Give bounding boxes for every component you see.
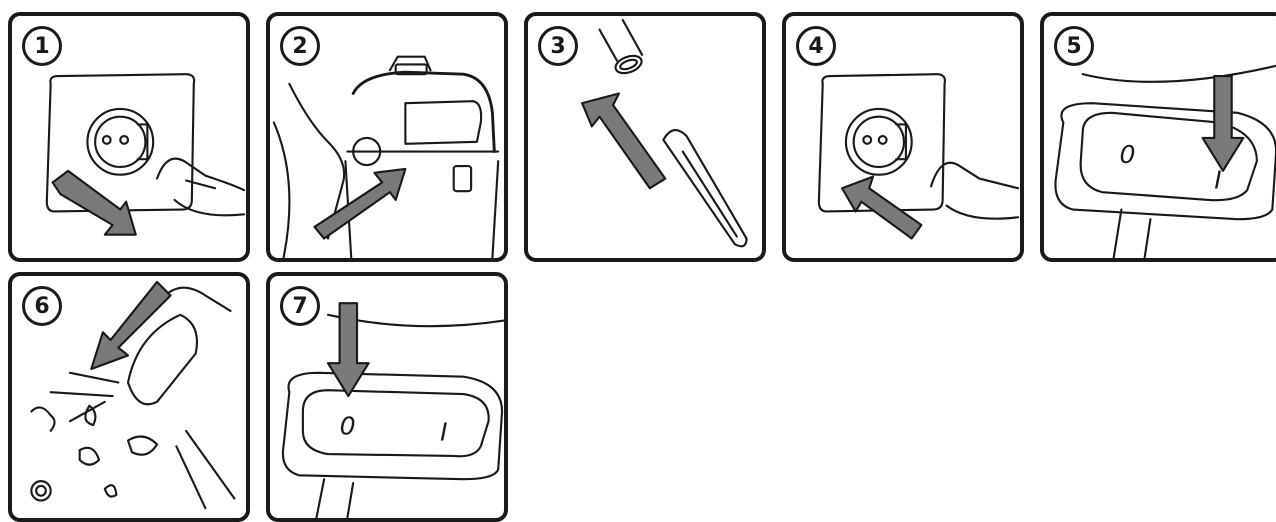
up-right-arrow [314, 169, 405, 239]
step-panel-7: 7 0 I [266, 272, 508, 522]
step-panel-1: 1 [8, 12, 250, 262]
step-number-badge: 3 [538, 26, 578, 66]
step-number-badge: 5 [1054, 26, 1094, 66]
up-left-arrow [842, 177, 921, 239]
switch-on-label: I [440, 418, 447, 447]
step-panel-6: 6 [8, 272, 250, 522]
step-number-badge: 7 [280, 286, 320, 326]
down-left-arrow [91, 282, 170, 369]
step-panel-2: 2 [266, 12, 508, 262]
down-right-arrow [53, 171, 136, 235]
step-panel-4: 4 [782, 12, 1024, 262]
down-arrow [1203, 76, 1244, 171]
step-number-badge: 4 [796, 26, 836, 66]
step-number-badge: 1 [22, 26, 62, 66]
step-panel-3: 3 [524, 12, 766, 262]
step-number-badge: 2 [280, 26, 320, 66]
switch-on-label: I [1214, 165, 1221, 194]
step-number-badge: 6 [22, 286, 62, 326]
up-left-arrow [582, 93, 665, 188]
switch-off-label: 0 [1119, 140, 1135, 169]
step-panel-5: 5 0 I [1040, 12, 1276, 262]
switch-off-label: 0 [340, 412, 356, 441]
